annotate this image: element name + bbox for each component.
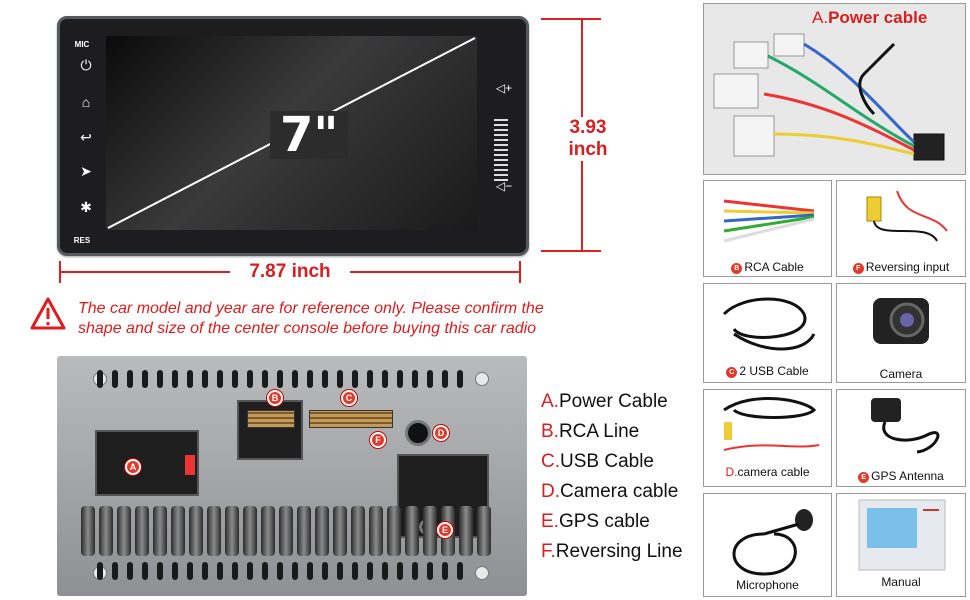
reversing-input-illustration (866, 190, 948, 242)
accessory-camera-cable: D.camera cable (703, 389, 832, 487)
marker-d: D (433, 425, 449, 441)
legend-item: E.GPS cable (541, 511, 650, 532)
bottom-vent-slots (97, 562, 463, 580)
power-cable-title: A.Power cable (812, 8, 928, 27)
marker-f: F (370, 432, 386, 448)
camera-illustration (873, 298, 929, 344)
bluetooth-icon: ✱ (80, 199, 92, 215)
height-dimension-label: 3.93 inch (548, 117, 628, 161)
gps-antenna-illustration (871, 398, 940, 454)
radio-screen: 7" (106, 36, 477, 230)
radio-back-panel: A B C D E F (57, 356, 527, 596)
mic-label: MIC (74, 40, 90, 49)
screw (475, 372, 489, 386)
screw (475, 566, 489, 580)
marker-c: C (341, 390, 357, 406)
red-fuse (185, 455, 195, 475)
navigation-icon: ➤ (80, 163, 92, 179)
radio-front-unit: MIC ⏻ ⌂ ↩ ➤ ✱ RES 7" ◁+ ◁− (57, 16, 529, 256)
legend-item: D.Camera cable (541, 481, 679, 502)
camera-label: Camera (879, 367, 923, 381)
volume-up-icon: ◁+ (495, 81, 513, 95)
marker-e: E (437, 522, 453, 538)
legend-item: F.Reversing Line (541, 541, 683, 562)
usb-port (309, 410, 393, 428)
res-label: RES (73, 236, 91, 245)
rca-cable-illustration (723, 199, 815, 243)
accessory-camera: Camera (836, 283, 966, 383)
accessory-manual: Manual (836, 493, 966, 597)
volume-level-bars (494, 119, 508, 184)
manual-illustration (858, 499, 946, 571)
height-dimension-top-tick (541, 18, 601, 20)
height-unit: inch (568, 139, 608, 160)
heat-sink-fins (81, 506, 491, 556)
rca-connector-bay (237, 400, 303, 460)
power-connector-bay (95, 430, 199, 496)
warning-line-1: The car model and year are for reference… (78, 300, 544, 317)
screen-size-label: 7" (270, 111, 349, 159)
warning-text: The car model and year are for reference… (78, 299, 678, 339)
power-cable-harness-illustration (713, 33, 945, 161)
legend-item: B.RCA Line (541, 421, 640, 442)
camera-input-port (405, 420, 431, 446)
width-dimension-label: 7.87 inch (230, 260, 350, 284)
camera-cable-illustration (723, 397, 820, 451)
home-icon: ⌂ (81, 94, 91, 110)
legend-item: A.Power Cable (541, 391, 668, 412)
microphone-label: Microphone (736, 578, 799, 592)
warning-line-2: shape and size of the center console bef… (78, 320, 537, 337)
camera-cable-label: D.camera cable (725, 465, 810, 479)
volume-down-icon: ◁− (495, 179, 513, 193)
marker-b: B (267, 390, 283, 406)
top-vent-slots (97, 370, 463, 388)
marker-a: A (125, 459, 141, 475)
width-dimension-right-tick (519, 261, 521, 283)
height-dimension-bottom-tick (541, 250, 601, 252)
accessory-power-cable: A.Power cable (703, 3, 966, 175)
power-icon: ⏻ (80, 57, 92, 73)
accessory-microphone: Microphone (703, 493, 832, 597)
rca-port (247, 410, 295, 428)
manual-label: Manual (881, 575, 921, 589)
warning-icon (30, 297, 66, 330)
height-value: 3.93 (569, 117, 607, 138)
connector-legend: A.Power Cable B.RCA Line C.USB Cable D.C… (541, 391, 683, 571)
usb-cable-illustration (722, 297, 816, 351)
back-icon: ↩ (80, 129, 92, 145)
microphone-illustration (732, 509, 813, 576)
legend-item: C.USB Cable (541, 451, 654, 472)
